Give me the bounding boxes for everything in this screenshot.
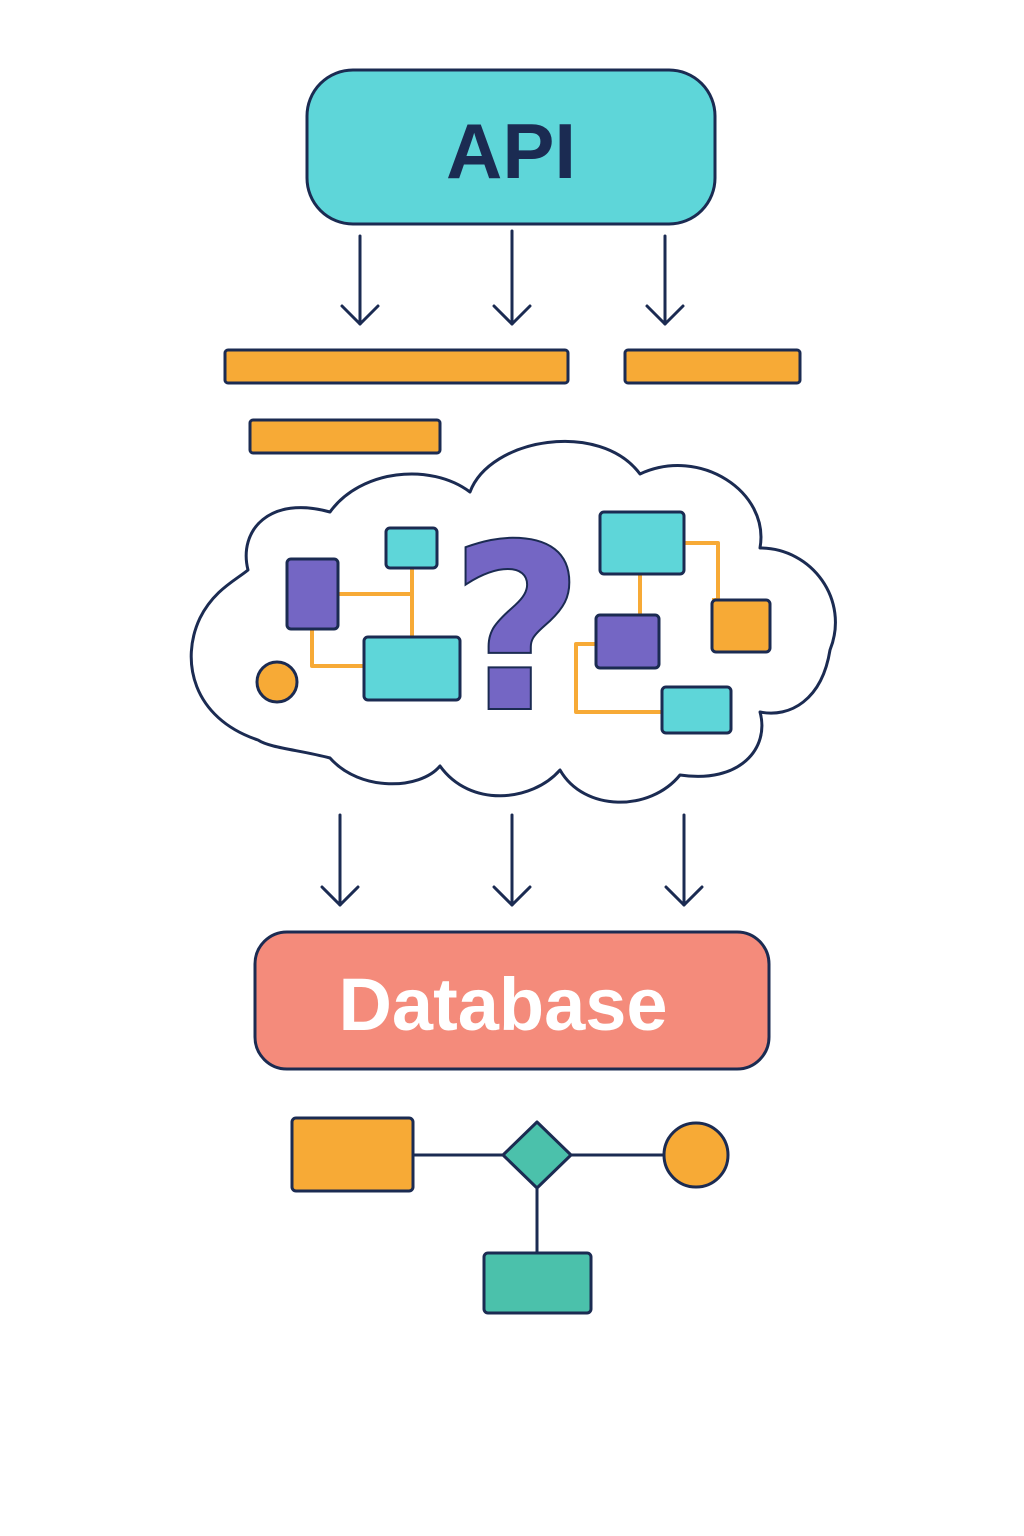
flowchart-output-box [482, 1251, 593, 1315]
cloud-purple-box-left [285, 557, 340, 631]
api-box [305, 68, 717, 226]
data-bars [223, 348, 802, 455]
cloud-purple-box-right [594, 613, 661, 670]
arrow-db-center [492, 813, 532, 907]
bar-wide [223, 348, 570, 385]
bar-short [248, 418, 442, 455]
flowchart-end-circle [662, 1121, 730, 1189]
flowchart-process-box [290, 1116, 415, 1193]
cloud-shapes [255, 510, 772, 735]
arrow-db-right [664, 813, 704, 907]
connector-left-bottom [310, 628, 364, 668]
question-mark-icon: ? [449, 494, 585, 764]
flowchart-connectors [413, 1153, 664, 1253]
arrow-api-right [645, 234, 685, 326]
cloud-teal-box-bottom-right [660, 685, 733, 735]
connector-right-bottom [574, 642, 662, 714]
api-label: API [446, 107, 576, 195]
arrow-db-left [320, 813, 360, 907]
database-node: Database [253, 930, 771, 1071]
flowchart-decision-diamond [501, 1120, 573, 1190]
database-input-arrows [320, 813, 704, 907]
question-mark-symbol: ? [451, 496, 583, 762]
cloud-teal-box-lower-left [362, 635, 462, 702]
bar-right [623, 348, 802, 385]
bottom-flowchart [290, 1116, 730, 1315]
database-label: Database [338, 963, 667, 1046]
cloud-orange-box-right [710, 598, 772, 654]
arrow-api-left [340, 234, 380, 326]
cloud-teal-box-top-right [598, 510, 686, 576]
api-node: API [305, 68, 717, 226]
cloud: ? [189, 439, 837, 804]
database-box [253, 930, 771, 1071]
cloud-orange-circle [255, 660, 299, 704]
api-output-arrows [340, 229, 685, 326]
arrow-api-center [492, 229, 532, 326]
cloud-teal-box-small [384, 526, 439, 570]
